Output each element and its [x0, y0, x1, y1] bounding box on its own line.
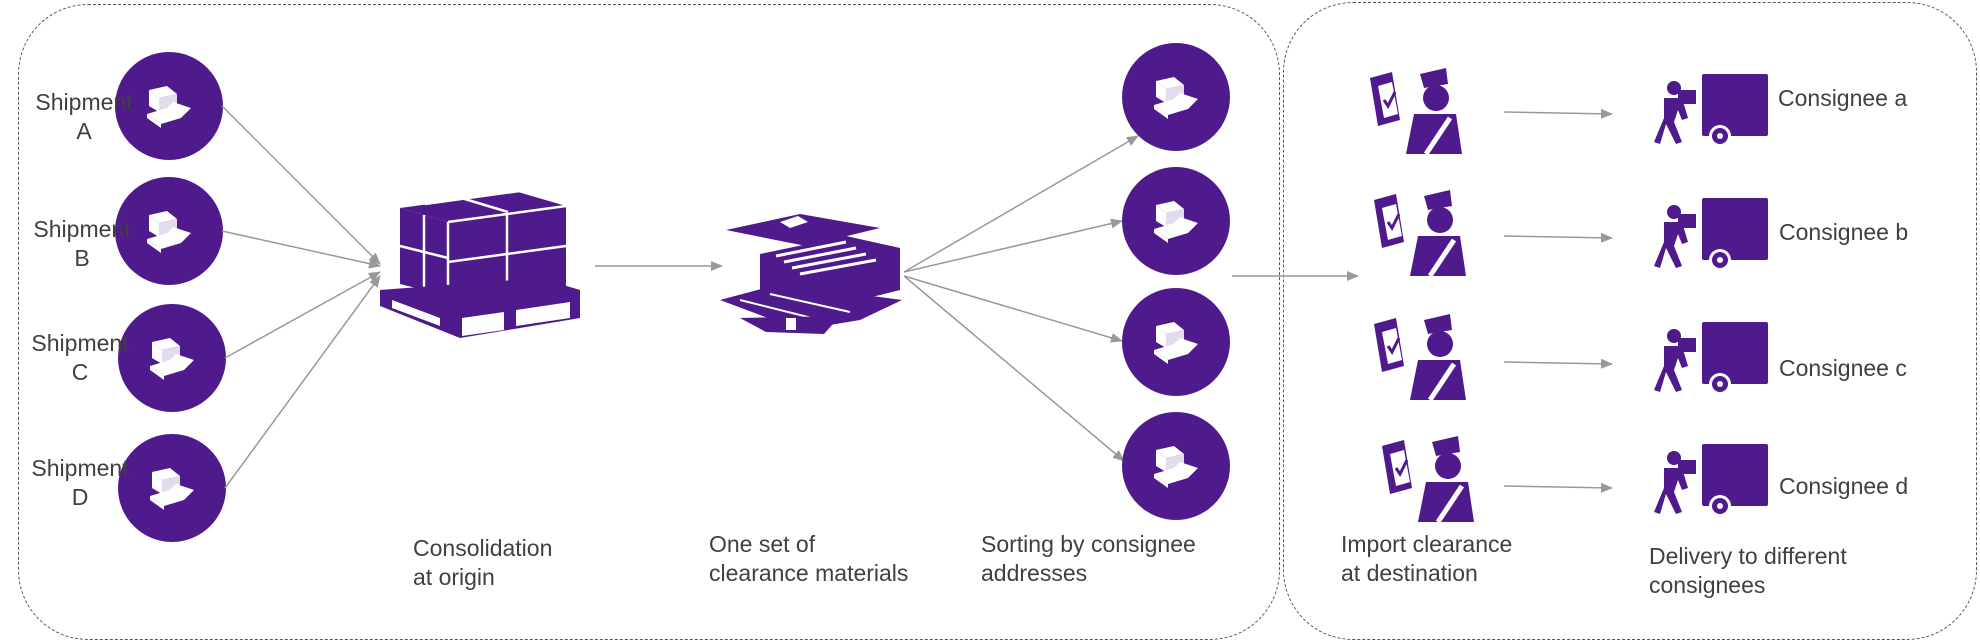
delivery-arrows — [1503, 108, 1613, 493]
consolidation-line2: at origin — [413, 564, 495, 590]
shipment-c-label: Shipment C — [20, 329, 140, 387]
consolidation-line1: Consolidation — [413, 535, 553, 561]
shipment-a-line1: Shipment — [35, 89, 133, 115]
delivery-2-icon — [1654, 198, 1768, 271]
consignee-c-label: Consignee c — [1779, 355, 1907, 381]
delivery-1-icon — [1654, 74, 1768, 147]
clearance-materials-line2: clearance materials — [709, 560, 909, 586]
converge-lines — [221, 105, 381, 489]
sorted-parcel-3-icon — [1122, 288, 1230, 396]
delivery-label: Delivery to different consignees — [1649, 542, 1847, 600]
import-clearance-label: Import clearance at destination — [1341, 530, 1512, 588]
sorted-parcel-1-icon — [1122, 43, 1230, 151]
shipment-a-label: Shipment A — [24, 88, 144, 146]
customs-officer-2-icon — [1374, 190, 1466, 276]
import-clearance-line2: at destination — [1341, 560, 1478, 586]
delivery-line2: consignees — [1649, 572, 1766, 598]
shipment-c-line2: C — [71, 359, 89, 385]
shipment-b-label: Shipment B — [22, 215, 142, 273]
consignee-a-label: Consignee a — [1778, 85, 1908, 111]
consignee-b-label: Consignee b — [1779, 219, 1909, 245]
delivery-line1: Delivery to different — [1649, 543, 1847, 569]
sorted-parcel-4-icon — [1122, 412, 1230, 520]
sorted-parcel-2-icon — [1122, 167, 1230, 275]
shipment-c-line1: Shipment — [31, 330, 129, 356]
shipment-b-line2: B — [74, 245, 90, 271]
delivery-3-icon — [1654, 322, 1768, 395]
shipment-d-line1: Shipment — [31, 455, 129, 481]
sorting-label: Sorting by consignee addresses — [981, 530, 1196, 588]
customs-officer-3-icon — [1374, 314, 1466, 400]
origin-panel — [18, 4, 1280, 640]
shipment-a-line2: A — [76, 118, 92, 144]
consolidation-label: Consolidation at origin — [413, 534, 552, 592]
delivery-4-icon — [1654, 444, 1768, 517]
customs-officer-1-icon — [1370, 68, 1462, 154]
sorting-line1: Sorting by consignee — [981, 531, 1196, 557]
shipment-d-line2: D — [71, 484, 89, 510]
destination-panel — [1283, 2, 1977, 640]
shipment-d-label: Shipment D — [20, 454, 140, 512]
import-clearance-line1: Import clearance — [1341, 531, 1513, 557]
clearance-materials-label: One set of clearance materials — [709, 530, 908, 588]
clearance-materials-line1: One set of — [709, 531, 816, 557]
consignee-d-label: Consignee d — [1779, 473, 1909, 499]
customs-officer-4-icon — [1382, 436, 1474, 522]
diverge-lines — [903, 135, 1139, 462]
warehouse-icon — [720, 214, 902, 334]
pallet-icon — [380, 186, 580, 338]
shipment-b-line1: Shipment — [33, 216, 131, 242]
sorting-line2: addresses — [981, 560, 1088, 586]
